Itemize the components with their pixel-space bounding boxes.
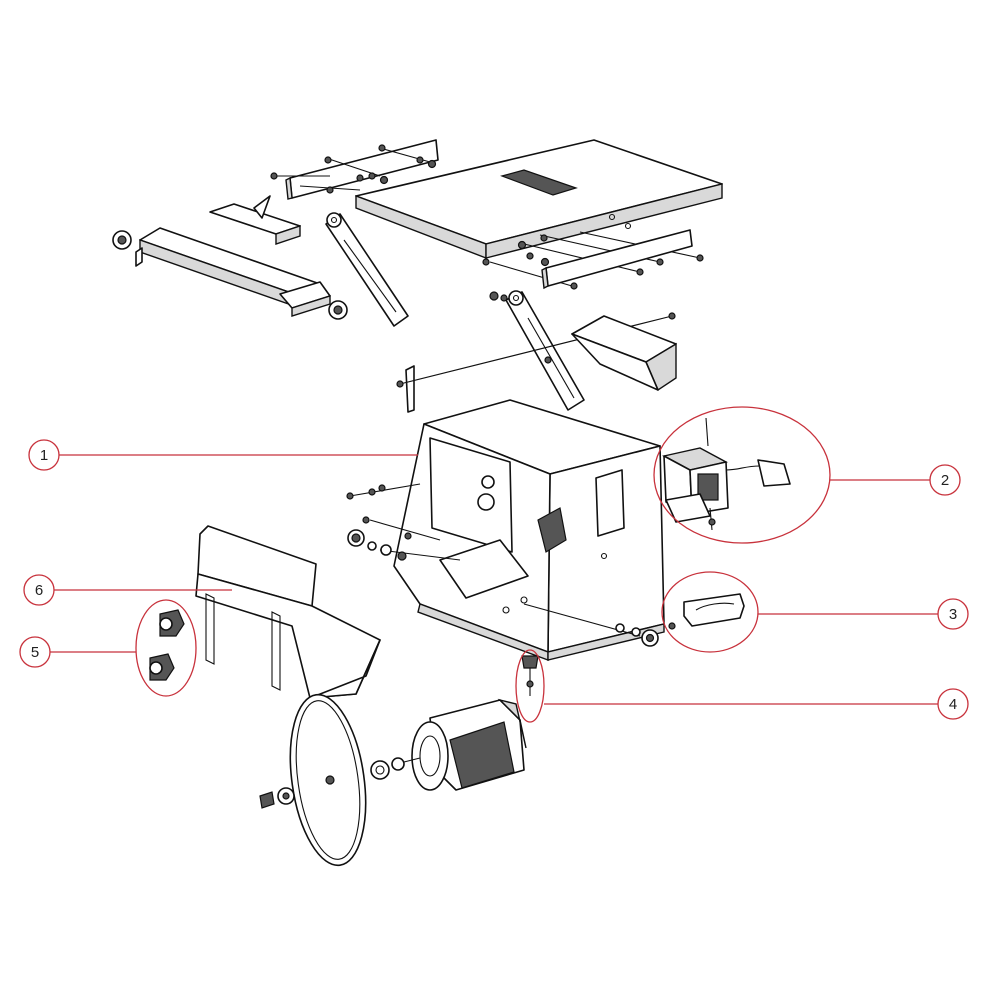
callout-label-5: 5: [31, 644, 39, 661]
callout-4: 4: [515, 649, 969, 723]
housing-fasteners: [346, 483, 676, 647]
callout-label-3: 3: [949, 606, 957, 623]
support-arm-left: [325, 212, 409, 327]
callout-label-6: 6: [35, 582, 43, 599]
fence-head: [209, 195, 301, 245]
side-rail-plate: [541, 229, 693, 290]
callout-3: 3: [661, 571, 969, 653]
callout-label-1: 1: [40, 447, 48, 464]
rip-fence: [112, 227, 348, 320]
locking-knobs: [149, 609, 185, 681]
rear-rail-plate: [285, 139, 439, 200]
motor: [403, 698, 527, 791]
callout-6: 6: [23, 574, 232, 606]
rubber-foot: [521, 655, 539, 696]
callout-label-4: 4: [949, 696, 957, 713]
rail-screws: [270, 144, 437, 194]
callout-5: 5: [19, 599, 197, 697]
carry-handle: [683, 593, 745, 627]
callout-2: 2: [653, 406, 961, 544]
switch-assembly: [662, 417, 791, 531]
callout-label-2: 2: [941, 472, 949, 489]
callout-1: 1: [28, 439, 418, 471]
saw-blade: [259, 693, 405, 867]
support-arm-right: [489, 290, 585, 411]
blade-guard: [571, 315, 677, 392]
main-housing: [393, 399, 665, 662]
dust-chute: [195, 525, 381, 699]
